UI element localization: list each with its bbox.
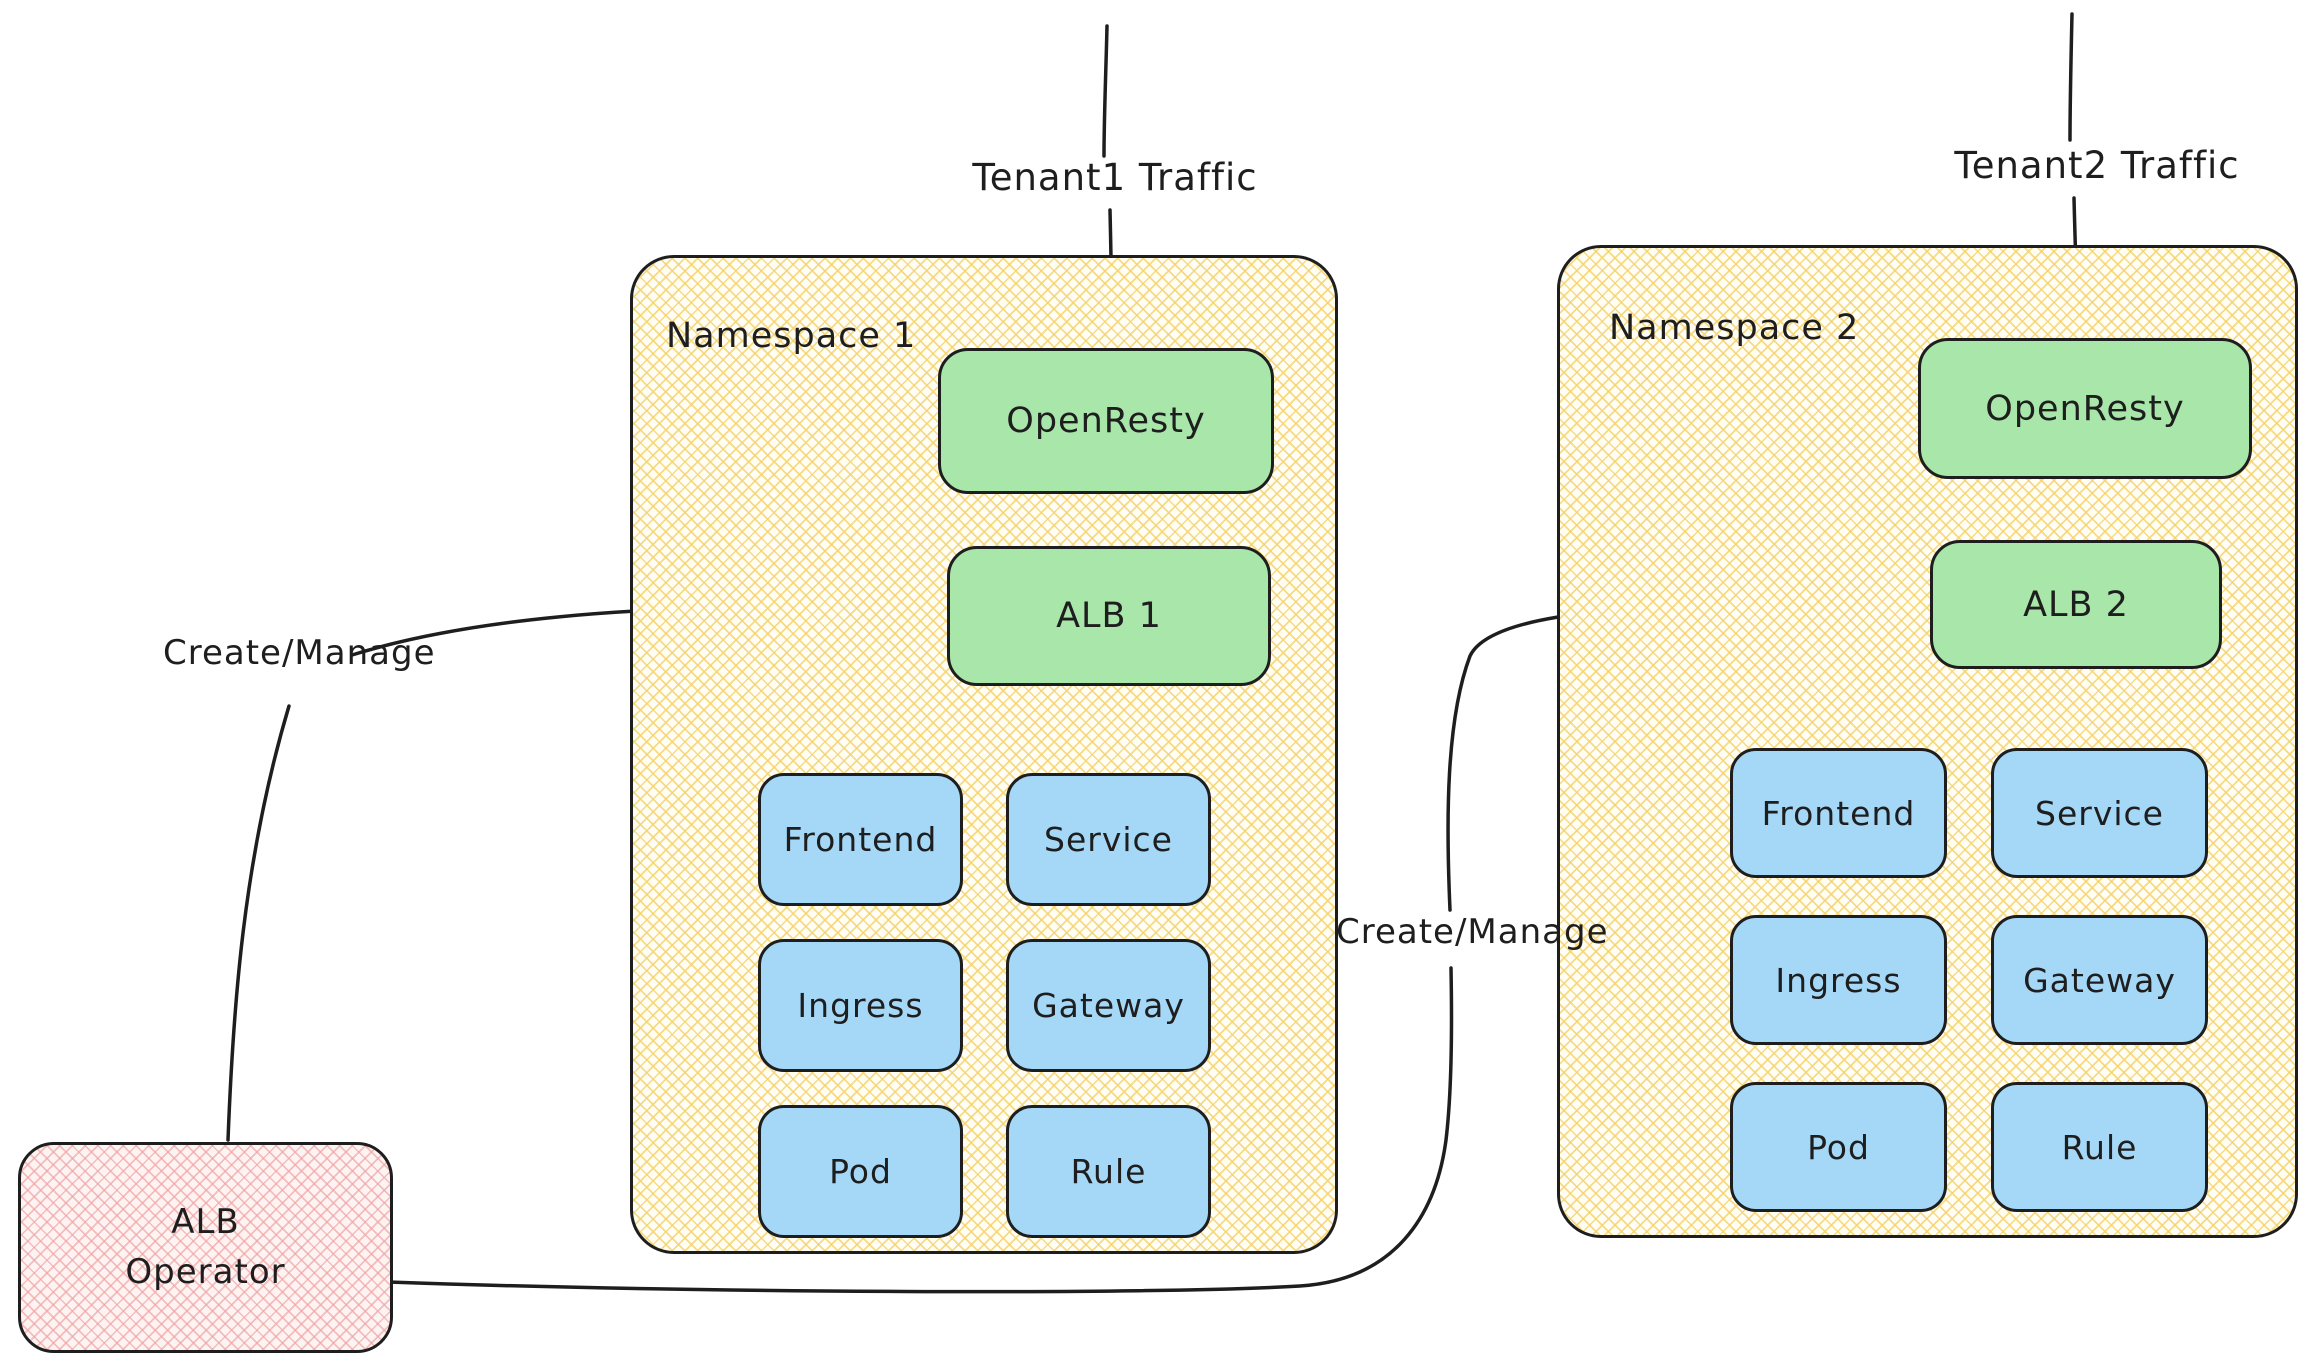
resource-box-ingress: Ingress (1730, 915, 1947, 1045)
resource-box-service: Service (1991, 748, 2208, 878)
resource-label: Frontend (783, 820, 938, 859)
resource-box-frontend: Frontend (1730, 748, 1947, 878)
tenant1-traffic-label: Tenant1 Traffic (972, 156, 1258, 199)
alb-operator-label-line2: Operator (125, 1251, 286, 1292)
alb1-label: ALB 1 (1056, 596, 1162, 636)
namespace-2-openresty-box: OpenResty (1918, 338, 2252, 479)
resource-label: Frontend (1761, 793, 1916, 833)
namespace-1-openresty-box: OpenResty (938, 348, 1274, 494)
create-manage-label-1: Create/Manage (163, 633, 436, 673)
resource-box-service: Service (1006, 773, 1211, 906)
openresty-label: OpenResty (1006, 401, 1206, 441)
namespace-2-box: Namespace 2 OpenResty ALB 2 Frontend Serv… (1557, 245, 2298, 1238)
create-manage-label-2: Create/Manage (1336, 912, 1609, 952)
resource-label: Service (2035, 793, 2164, 833)
resource-label: Ingress (797, 986, 924, 1025)
resource-label: Pod (829, 1152, 892, 1191)
resource-label: Gateway (2023, 960, 2176, 1000)
resource-label: Rule (2061, 1127, 2138, 1167)
alb2-label: ALB 2 (2023, 584, 2129, 625)
alb-operator-box: ALB Operator (18, 1142, 393, 1353)
resource-label: Ingress (1775, 960, 1902, 1000)
resource-box-pod: Pod (1730, 1082, 1947, 1212)
resource-box-rule: Rule (1991, 1082, 2208, 1212)
resource-label: Pod (1807, 1127, 1870, 1167)
tenant2-traffic-label: Tenant2 Traffic (1954, 144, 2240, 187)
namespace-2-alb-box: ALB 2 (1930, 540, 2222, 669)
resource-box-rule: Rule (1006, 1105, 1211, 1238)
resource-label: Gateway (1032, 986, 1185, 1025)
namespace-1-alb-box: ALB 1 (947, 546, 1271, 686)
namespace-1-box: Namespace 1 OpenResty ALB 1 Frontend Serv… (630, 255, 1338, 1254)
resource-box-pod: Pod (758, 1105, 963, 1238)
namespace-2-title: Namespace 2 (1609, 308, 1860, 348)
resource-box-ingress: Ingress (758, 939, 963, 1072)
namespace-1-title: Namespace 1 (666, 316, 917, 356)
openresty-label: OpenResty (1985, 388, 2185, 429)
resource-box-gateway: Gateway (1991, 915, 2208, 1045)
resource-box-frontend: Frontend (758, 773, 963, 906)
alb-operator-label-line1: ALB (171, 1202, 240, 1243)
resource-box-gateway: Gateway (1006, 939, 1211, 1072)
resource-label: Rule (1070, 1152, 1147, 1191)
resource-label: Service (1044, 820, 1173, 859)
